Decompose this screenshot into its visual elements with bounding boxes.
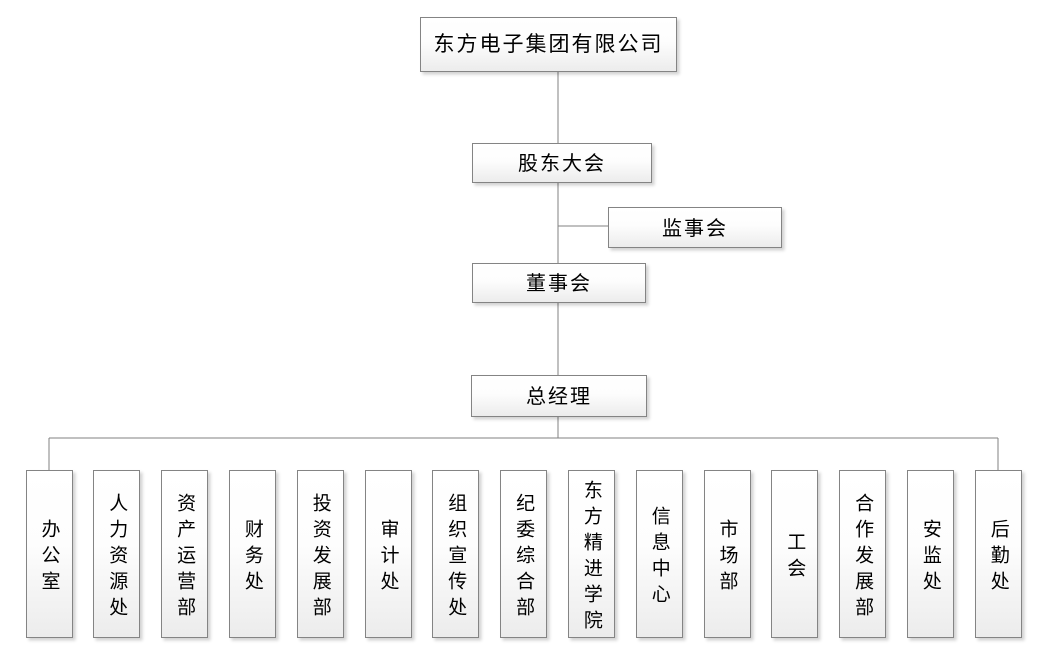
dept-label: 东方精进学院	[580, 479, 603, 636]
dept-box-human-resources: 人力资源处	[93, 470, 141, 638]
dept-box-asset-operations: 资产运营部	[161, 470, 209, 638]
org-box-shareholders-meeting: 股东大会	[472, 143, 652, 183]
dept-label: 资产运营部	[174, 492, 197, 623]
org-box-company-label: 东方电子集团有限公司	[433, 32, 664, 56]
dept-box-marketing: 市场部	[703, 470, 751, 638]
dept-box-jingjin-academy: 东方精进学院	[567, 470, 615, 638]
dept-label: 人力资源处	[106, 492, 129, 623]
dept-label: 信息中心	[648, 505, 671, 610]
dept-label: 财务处	[241, 518, 264, 597]
org-box-company: 东方电子集团有限公司	[420, 17, 677, 72]
dept-label: 纪委综合部	[513, 492, 536, 623]
dept-box-logistics: 后勤处	[974, 470, 1022, 638]
dept-box-information-center: 信息中心	[635, 470, 683, 638]
dept-label: 办公室	[38, 518, 61, 597]
dept-label: 工会	[784, 531, 807, 584]
dept-label: 投资发展部	[309, 492, 332, 623]
org-box-board-of-directors: 董事会	[472, 263, 646, 303]
dept-label: 市场部	[716, 518, 739, 597]
dept-box-labor-union: 工会	[771, 470, 819, 638]
dept-label: 组织宣传处	[445, 492, 468, 623]
dept-box-audit: 审计处	[364, 470, 412, 638]
dept-label: 审计处	[377, 518, 400, 597]
dept-box-investment-development: 投资发展部	[296, 470, 344, 638]
dept-box-safety-supervision: 安监处	[906, 470, 954, 638]
dept-label: 后勤处	[987, 518, 1010, 597]
org-box-general-manager: 总经理	[471, 375, 647, 417]
org-box-shareholders-meeting-label: 股东大会	[518, 151, 606, 175]
org-box-general-manager-label: 总经理	[526, 384, 592, 408]
dept-box-office: 办公室	[25, 470, 73, 638]
org-box-supervisory-board: 监事会	[608, 207, 782, 248]
dept-box-cooperation-development: 合作发展部	[839, 470, 887, 638]
org-box-board-of-directors-label: 董事会	[526, 271, 592, 295]
dept-box-finance: 财务处	[228, 470, 276, 638]
dept-box-organization-publicity: 组织宣传处	[432, 470, 480, 638]
dept-label: 安监处	[919, 518, 942, 597]
dept-box-discipline-committee: 纪委综合部	[500, 470, 548, 638]
dept-label: 合作发展部	[852, 492, 875, 623]
org-box-supervisory-board-label: 监事会	[662, 215, 728, 240]
